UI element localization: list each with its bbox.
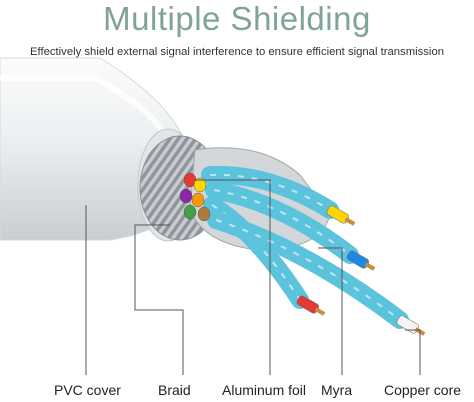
label-braid: Braid — [158, 382, 191, 398]
inner-core-4 — [191, 192, 205, 208]
page-subtitle: Effectively shield external signal inter… — [29, 46, 445, 58]
page-title: Multiple Shielding — [103, 0, 371, 37]
label-pvc-cover: PVC cover — [54, 382, 121, 398]
inner-core-5 — [183, 204, 197, 220]
leader-lines — [85, 179, 421, 375]
label-copper-core: Copper core — [384, 382, 462, 398]
myra-twist-2 — [213, 189, 351, 256]
leader-line-copper — [405, 329, 421, 375]
label-aluminum-foil: Aluminum foil — [222, 382, 307, 398]
inner-core-6 — [197, 206, 211, 222]
copper-core-1 — [344, 217, 356, 226]
leader-line-myra — [318, 247, 343, 375]
leader-line-foil — [195, 179, 271, 375]
label-myra: Myra — [321, 382, 353, 398]
leader-line-braid — [134, 224, 184, 375]
copper-core-3 — [314, 307, 326, 316]
inner-core-2 — [193, 177, 207, 193]
myra-twist-4 — [215, 219, 401, 321]
inner-core-3 — [179, 188, 193, 204]
copper-core-2 — [364, 262, 376, 271]
